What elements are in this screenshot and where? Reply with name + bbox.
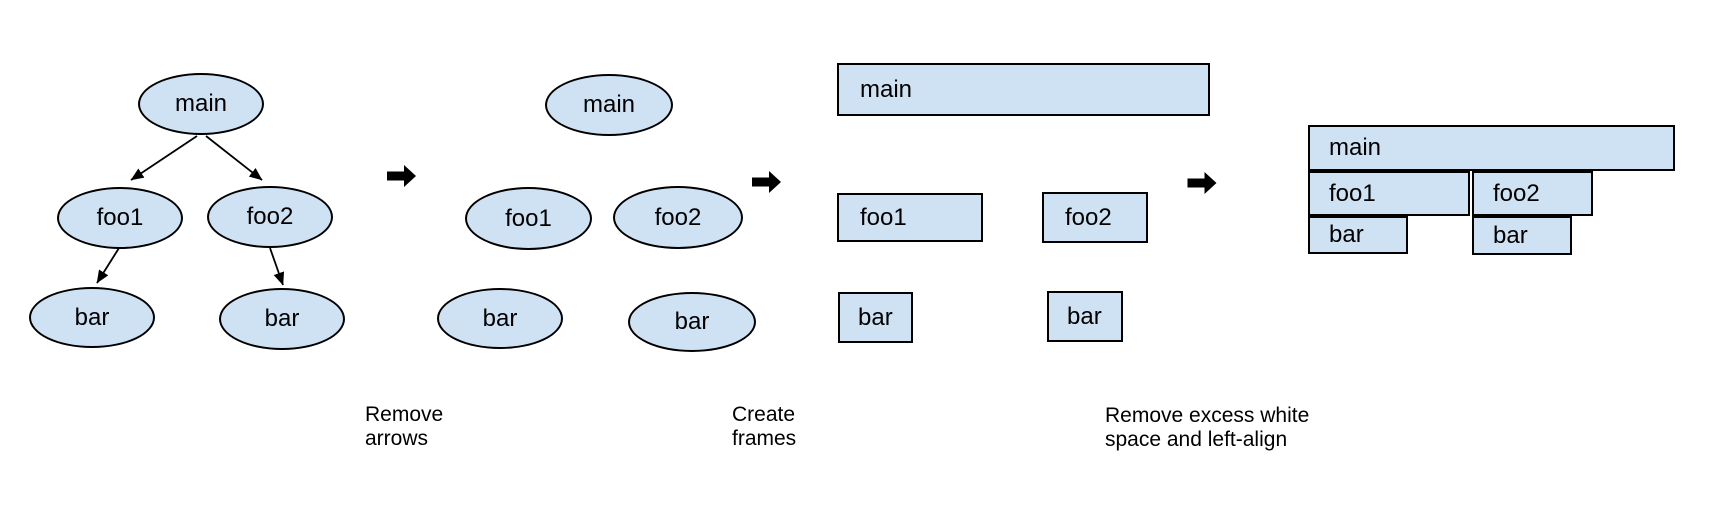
node-label: main — [1329, 134, 1382, 161]
node-main: main — [138, 73, 264, 135]
node-foo1: foo1 — [837, 193, 983, 242]
node-main: main — [837, 63, 1210, 116]
caption-line: Remove — [365, 403, 444, 426]
node-label: foo1 — [860, 203, 907, 231]
edge-foo1-bar — [96, 247, 120, 284]
node-bar-left: bar — [29, 287, 155, 348]
node-foo1: foo1 — [465, 187, 592, 250]
node-label: main — [174, 90, 228, 117]
node-label: bar — [1493, 221, 1528, 249]
node-foo2: foo2 — [207, 186, 333, 248]
node-label: main — [860, 75, 913, 103]
step-caption-remove-whitespace: Remove excess white space and left-align — [1105, 404, 1309, 452]
node-label: bar — [264, 305, 300, 332]
node-label: bar — [674, 308, 710, 335]
node-foo1: foo1 — [1308, 171, 1470, 216]
transition-arrow-3-icon — [1187, 172, 1217, 194]
step-caption-remove-arrows: Remove arrows — [365, 403, 443, 451]
edge-foo2-bar — [269, 247, 285, 286]
node-bar-left: bar — [838, 292, 913, 343]
node-label: foo2 — [1493, 179, 1540, 207]
node-foo2: foo2 — [1472, 171, 1593, 216]
node-bar-right: bar — [219, 288, 345, 350]
node-bar-right: bar — [628, 292, 756, 352]
node-label: foo2 — [1065, 203, 1112, 231]
node-foo2: foo2 — [1042, 192, 1148, 243]
node-main: main — [545, 74, 673, 136]
caption-line: Remove excess white — [1105, 404, 1310, 427]
node-label: foo1 — [1329, 179, 1376, 207]
caption-line: arrows — [365, 427, 429, 450]
node-label: foo2 — [246, 203, 294, 230]
node-label: main — [582, 91, 636, 118]
caption-line: Create — [732, 403, 796, 426]
node-bar-left: bar — [1308, 216, 1408, 254]
node-foo1: foo1 — [57, 187, 183, 249]
edge-main-foo2 — [205, 135, 263, 181]
node-bar-right: bar — [1472, 216, 1572, 255]
node-foo2: foo2 — [613, 186, 743, 249]
node-label: bar — [74, 303, 110, 331]
node-label: bar — [1067, 302, 1102, 330]
transition-arrow-2-icon — [752, 171, 781, 193]
transition-arrow-1-icon — [387, 165, 416, 187]
node-label: bar — [1329, 221, 1364, 248]
node-label: bar — [482, 304, 518, 332]
node-label: foo1 — [505, 204, 552, 232]
edge-main-foo1 — [130, 135, 198, 181]
step-caption-create-frames: Create frames — [732, 403, 796, 451]
node-main: main — [1308, 125, 1675, 171]
node-label: foo2 — [654, 203, 702, 231]
caption-line: frames — [732, 427, 797, 450]
node-label: foo1 — [96, 204, 144, 231]
node-bar-right: bar — [1047, 291, 1123, 342]
node-bar-left: bar — [437, 288, 563, 349]
node-label: bar — [858, 303, 893, 331]
tree-edge-arrows — [96, 135, 285, 286]
caption-line: space and left-align — [1105, 428, 1288, 451]
